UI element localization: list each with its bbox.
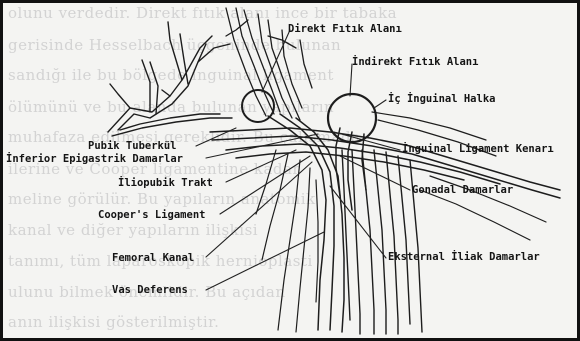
anatomy-figure: olunu verdedir. Direkt fıtık alanı ince … <box>0 0 580 341</box>
figure-frame <box>0 0 580 341</box>
